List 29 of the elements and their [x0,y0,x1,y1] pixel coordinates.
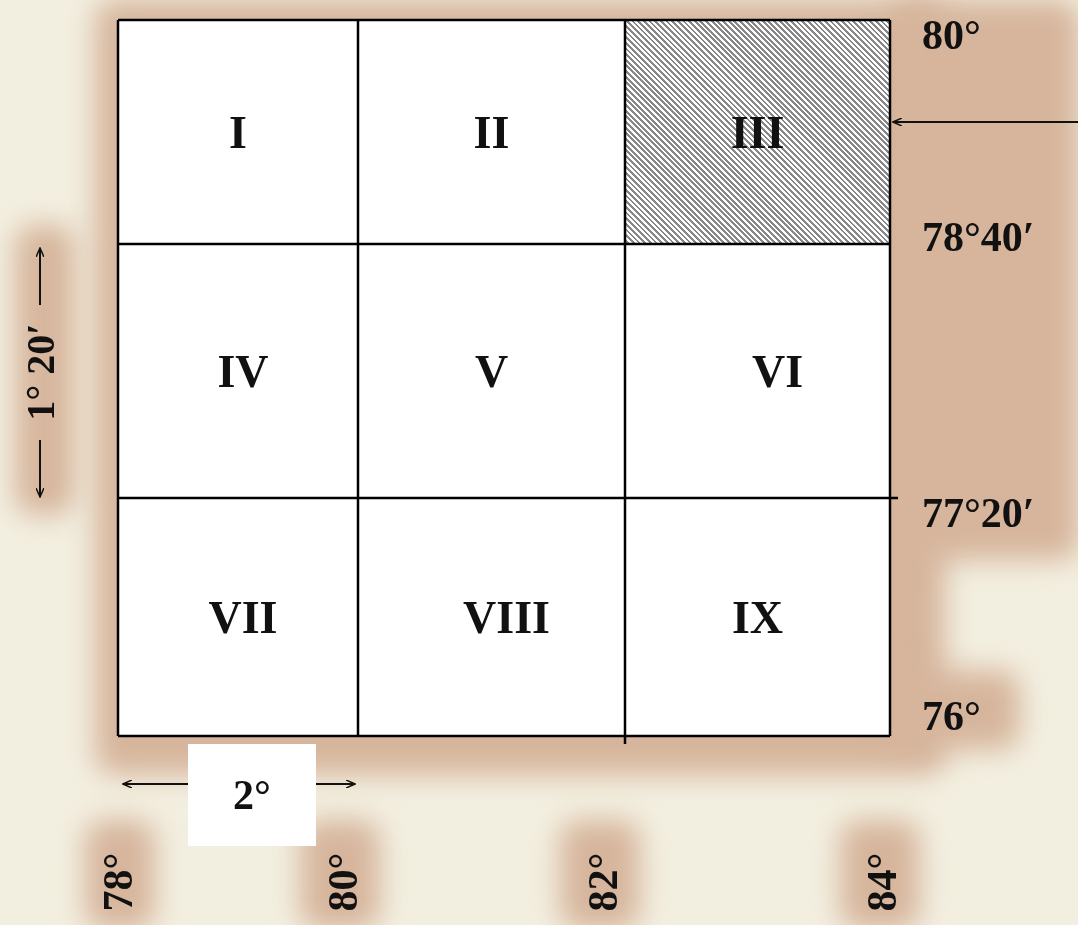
sheet-number: IX [731,590,784,644]
latitude-label: 76° [922,695,981,737]
longitude-label: 78° [96,852,139,912]
latitude-label: 77°20′ [922,492,1035,534]
latitude-label: 80° [922,14,981,56]
map-sheet [625,498,890,736]
sheet-number: IV [217,344,269,398]
dimension-label: 1° 20′ [20,323,61,421]
map-sheet [358,20,625,244]
sheet-number: II [473,105,510,159]
map-sheet [358,498,625,736]
map-sheet [625,244,890,498]
sheet-number: I [229,105,247,159]
longitude-label: 80° [321,852,364,912]
sheet-number: III [730,105,785,159]
sheet-number: VIII [463,590,550,644]
map-sheet [118,244,358,498]
longitude-label: 82° [581,852,624,912]
map-sheet [118,20,358,244]
sheet-number: V [474,344,509,398]
arrow [892,117,1078,127]
dimension-label: 2° [188,744,316,846]
hatched-map-sheet [625,20,890,244]
sheet-number: VI [751,344,804,398]
latitude-label: 78°40′ [922,216,1035,258]
map-sheet [358,244,625,498]
sheet-number: VII [208,590,278,644]
longitude-label: 84° [860,852,903,912]
map-sheet [118,498,358,736]
